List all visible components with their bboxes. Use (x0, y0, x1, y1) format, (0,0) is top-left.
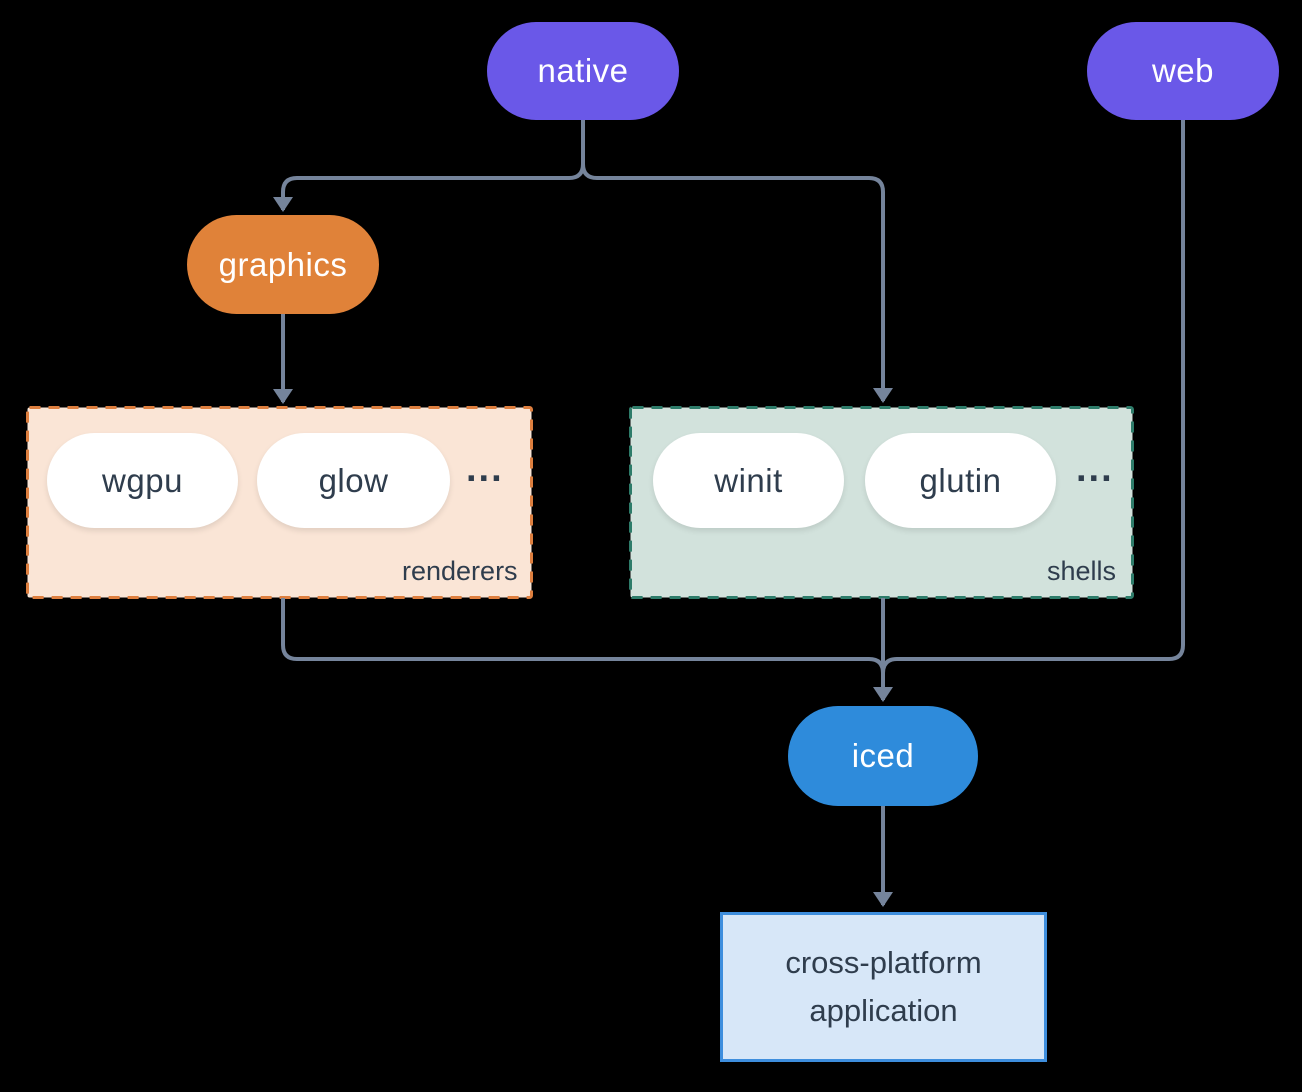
pill-glutin: glutin (865, 433, 1056, 528)
app-box: cross-platform application (720, 912, 1047, 1062)
edge-native-graphics (273, 120, 585, 212)
pill-wgpu: wgpu (47, 433, 238, 528)
app-label-line1: cross-platform (785, 944, 982, 980)
app-label-line2: application (809, 993, 958, 1028)
group-label-shells: shells (1047, 556, 1117, 586)
ellipsis-renderers: ... (466, 448, 504, 490)
edge-native-shells (581, 120, 893, 403)
node-iced: iced (788, 706, 978, 806)
node-native: native (487, 22, 679, 120)
group-label-renderers: renderers (402, 556, 518, 586)
edge-renderers-junction (281, 598, 885, 674)
node-web: web (1087, 22, 1279, 120)
ellipsis-shells: ... (1076, 448, 1114, 490)
pill-winit: winit (653, 433, 844, 528)
node-graphics: graphics (187, 215, 379, 314)
pill-glow: glow (257, 433, 450, 528)
